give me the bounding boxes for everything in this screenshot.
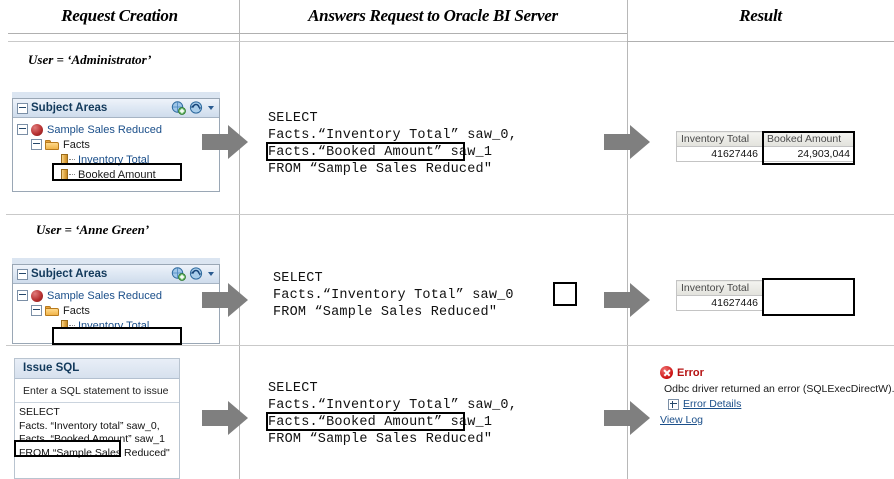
sql-text-row-2: SELECT Facts.“Inventory Total” saw_0 FRO… — [273, 271, 514, 320]
flow-arrow — [202, 283, 248, 317]
tree-node[interactable]: Inventory Total — [17, 318, 219, 333]
column-icon — [61, 320, 68, 331]
tree-node-label: Facts — [63, 304, 90, 317]
header-underline-mid — [239, 33, 627, 34]
folder-icon — [45, 139, 59, 150]
folder-icon — [45, 305, 59, 316]
row-divider-1 — [6, 214, 894, 215]
user-label-row-2: User = ‘Anne Green’ — [36, 222, 150, 237]
expand-icon[interactable] — [668, 398, 679, 410]
cell-inventory-total: 41627446 — [676, 146, 763, 162]
column-icon — [61, 154, 68, 165]
column-header-answers-request: Answers Request to Oracle BI Server — [308, 6, 558, 25]
result-table-row-2: Inventory Total 41627446 — [676, 280, 763, 311]
refresh-icon[interactable] — [189, 267, 204, 281]
chevron-down-icon[interactable] — [207, 104, 216, 113]
flow-arrow — [604, 283, 650, 317]
highlight-box-result-missing-column — [762, 278, 855, 316]
error-message: Odbc driver returned an error (SQLExecDi… — [664, 383, 894, 395]
panel-toolbar — [171, 101, 216, 115]
tree-connector — [69, 173, 75, 176]
subject-areas-tree-row-2: Sample Sales Reduced Facts Inventory Tot… — [13, 284, 219, 333]
result-table-row-1: Inventory Total Booked Amount 41627446 2… — [676, 131, 855, 162]
error-header: Error — [660, 366, 892, 379]
view-log-link[interactable]: View Log — [660, 414, 704, 426]
expander-icon[interactable] — [17, 290, 28, 301]
column-divider-2 — [627, 0, 628, 479]
table-header-row: Inventory Total — [676, 280, 763, 296]
subject-area-icon — [31, 289, 43, 302]
tree-node[interactable]: Inventory Total — [17, 152, 219, 167]
subject-areas-tree-row-1: Sample Sales Reduced Facts Inventory Tot… — [13, 118, 219, 182]
sql-text-row-3: SELECT Facts.“Inventory Total” saw_0, Fa… — [268, 381, 518, 447]
panel-toolbar — [171, 267, 216, 281]
issue-sql-instruction: Enter a SQL statement to issue — [23, 385, 169, 397]
column-header-inventory-total: Inventory Total — [676, 131, 763, 147]
flow-arrow — [604, 125, 650, 159]
tree-node[interactable]: Sample Sales Reduced — [17, 122, 219, 137]
column-header-request-creation: Request Creation — [61, 6, 178, 25]
error-result-row-3: Error Odbc driver returned an error (SQL… — [660, 366, 894, 428]
issue-sql-title: Issue SQL — [15, 359, 179, 379]
cell-inventory-total: 41627446 — [676, 295, 763, 311]
table-row: 41627446 — [676, 295, 763, 311]
tree-node[interactable]: Facts — [17, 137, 219, 152]
sql-text-row-1: SELECT Facts.“Inventory Total” saw_0, Fa… — [268, 111, 518, 177]
add-subject-area-icon[interactable] — [171, 101, 186, 115]
flow-arrow — [202, 125, 248, 159]
header-underline-left — [8, 33, 239, 34]
error-details-row[interactable]: Error Details — [668, 398, 892, 410]
column-icon — [61, 169, 68, 180]
collapse-icon[interactable] — [17, 268, 28, 280]
tree-node[interactable]: Facts — [17, 303, 219, 318]
issue-sql-textarea[interactable]: SELECT Facts. “Inventory total” saw_0, F… — [19, 406, 170, 459]
panel-title: Subject Areas — [31, 268, 108, 280]
column-header-result: Result — [739, 6, 782, 25]
user-label-row-1: User = ‘Administrator’ — [28, 52, 152, 67]
panel-title: Subject Areas — [31, 102, 108, 114]
tree-node-label: Facts — [63, 138, 90, 151]
error-icon — [660, 366, 673, 379]
subject-areas-header-row-2[interactable]: Subject Areas — [13, 265, 219, 284]
tree-node-label[interactable]: Inventory Total — [78, 319, 150, 332]
cell-booked-amount: 24,903,044 — [762, 146, 855, 162]
tree-node-label[interactable]: Inventory Total — [78, 153, 150, 166]
flow-arrow — [202, 401, 248, 435]
tree-node-label[interactable]: Booked Amount — [78, 168, 156, 181]
column-header-booked-amount: Booked Amount — [762, 131, 855, 147]
tree-node[interactable]: Sample Sales Reduced — [17, 288, 219, 303]
subject-areas-header-row-1[interactable]: Subject Areas — [13, 99, 219, 118]
highlight-box-sql-missing-row-2 — [553, 282, 577, 306]
subject-areas-panel-row-2: Subject Areas — [12, 264, 220, 344]
row-divider-2 — [6, 345, 894, 346]
header-underline-right — [627, 41, 894, 42]
issue-sql-divider — [15, 402, 179, 403]
flow-arrow — [604, 401, 650, 435]
tree-node-label: Sample Sales Reduced — [47, 289, 162, 302]
panel-chrome-row-1 — [12, 92, 220, 98]
panel-chrome-row-2 — [12, 258, 220, 264]
tree-node[interactable]: Booked Amount — [17, 167, 219, 182]
refresh-icon[interactable] — [189, 101, 204, 115]
column-divider-1 — [239, 0, 240, 479]
error-title: Error — [677, 366, 704, 379]
column-header-inventory-total: Inventory Total — [676, 280, 763, 296]
tree-connector — [69, 324, 75, 327]
error-details-link[interactable]: Error Details — [683, 398, 742, 410]
table-header-row: Inventory Total Booked Amount — [676, 131, 855, 147]
subject-area-icon — [31, 123, 43, 136]
issue-sql-panel: Issue SQL Enter a SQL statement to issue… — [14, 358, 180, 479]
add-subject-area-icon[interactable] — [171, 267, 186, 281]
tree-node-label: Sample Sales Reduced — [47, 123, 162, 136]
tree-connector — [69, 158, 75, 161]
expander-icon[interactable] — [31, 139, 42, 150]
collapse-icon[interactable] — [17, 102, 28, 114]
expander-icon[interactable] — [31, 305, 42, 316]
header-underline-left-2 — [8, 41, 627, 42]
chevron-down-icon[interactable] — [207, 270, 216, 279]
subject-areas-panel-row-1: Subject Areas — [12, 98, 220, 192]
table-row: 41627446 24,903,044 — [676, 146, 855, 162]
expander-icon[interactable] — [17, 124, 28, 135]
